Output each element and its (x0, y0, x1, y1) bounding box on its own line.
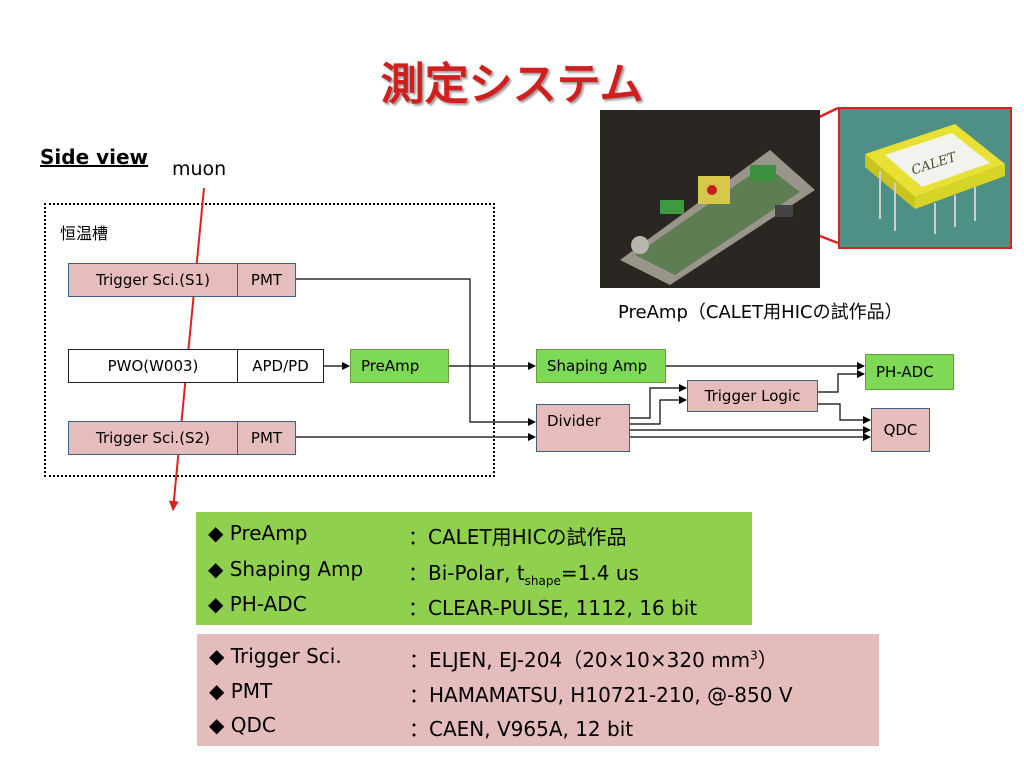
ph-adc-block: PH-ADC (865, 354, 954, 390)
shaping-amp-block: Shaping Amp (536, 349, 666, 383)
side-view-label: Side view (40, 145, 149, 169)
spec-panel-amplifiers: ◆ PreAmp ：CALET用HICの試作品 ◆ Shaping Amp ：B… (196, 512, 752, 625)
trigger-scintillator-s1: Trigger Sci.(S1) (68, 263, 238, 297)
spec-value: ：HAMAMATSU, H10721-210, @-850 V (409, 683, 793, 707)
muon-label: muon (172, 158, 227, 180)
chamber-label: 恒温槽 (60, 224, 109, 243)
wire-divider-trig-b (630, 396, 687, 425)
wire-pmt1-divider (296, 278, 536, 426)
spec-key: ◆ PreAmp (208, 521, 308, 545)
pmt-2-label: PMT (250, 429, 283, 447)
qdc-label: QDC (883, 421, 918, 439)
trigger-logic-label: Trigger Logic (704, 387, 801, 405)
spec-value: ：ELJEN, EJ-204（20×10×320 mm3） (409, 644, 778, 673)
spec-key: ◆ PMT (209, 679, 273, 703)
spec-panel-trigger: ◆ Trigger Sci. ：ELJEN, EJ-204（20×10×320 … (197, 634, 879, 746)
apd-pd: APD/PD (237, 349, 324, 383)
spec-subscript: shape (524, 574, 561, 588)
spec-value-text: ：Bi-Polar, t (408, 561, 525, 585)
apd-label: APD/PD (252, 357, 309, 375)
pmt-2: PMT (237, 421, 296, 455)
trigger-logic-block: Trigger Logic (687, 380, 818, 412)
pwo-crystal: PWO(W003) (68, 349, 238, 383)
divider-block: Divider (536, 404, 630, 452)
preamp-photo-caption: PreAmp（CALET用HICの試作品） (618, 302, 903, 323)
preamp-label: PreAmp (361, 357, 420, 375)
spec-key: ◆ QDC (209, 713, 276, 737)
spec-value: ：CALET用HICの試作品 (408, 525, 627, 549)
wire-trig-qdc (818, 403, 871, 424)
spec-key: ◆ PH-ADC (208, 592, 307, 616)
qdc-block: QDC (871, 408, 930, 452)
spec-superscript: 3 (750, 648, 758, 663)
calet-hic-closeup: CALET (838, 107, 1012, 249)
page-title: 測定システム (380, 59, 644, 110)
ph-adc-label: PH-ADC (876, 363, 934, 381)
calet-hic-drawing: CALET (840, 109, 1010, 247)
spec-value-text: ：ELJEN, EJ-204（20×10×320 mm (409, 648, 751, 672)
pwo-label: PWO(W003) (107, 357, 199, 375)
wire-trig-phadc (818, 370, 865, 393)
spec-key: ◆ Shaping Amp (208, 557, 364, 581)
thermostatic-chamber (44, 203, 495, 477)
trigger-s1-label: Trigger Sci.(S1) (96, 271, 210, 289)
spec-value: ：CAEN, V965A, 12 bit (409, 717, 634, 741)
spec-value: ：Bi-Polar, tshape=1.4 us (408, 557, 639, 588)
spec-value-text: ） (757, 648, 778, 672)
pmt-1: PMT (237, 263, 296, 297)
preamp-board-drawing (600, 110, 820, 288)
pmt-1-label: PMT (250, 271, 283, 289)
preamp-board-photo (600, 110, 820, 288)
spec-value: ：CLEAR-PULSE, 1112, 16 bit (408, 596, 698, 620)
divider-label: Divider (547, 412, 601, 430)
trigger-scintillator-s2: Trigger Sci.(S2) (68, 421, 238, 455)
spec-value-text: =1.4 us (560, 561, 639, 585)
shaping-amp-label: Shaping Amp (547, 357, 648, 375)
wire-divider-trig-a (630, 384, 687, 419)
spec-key: ◆ Trigger Sci. (209, 644, 342, 668)
preamp-block: PreAmp (350, 349, 449, 383)
trigger-s2-label: Trigger Sci.(S2) (96, 429, 210, 447)
